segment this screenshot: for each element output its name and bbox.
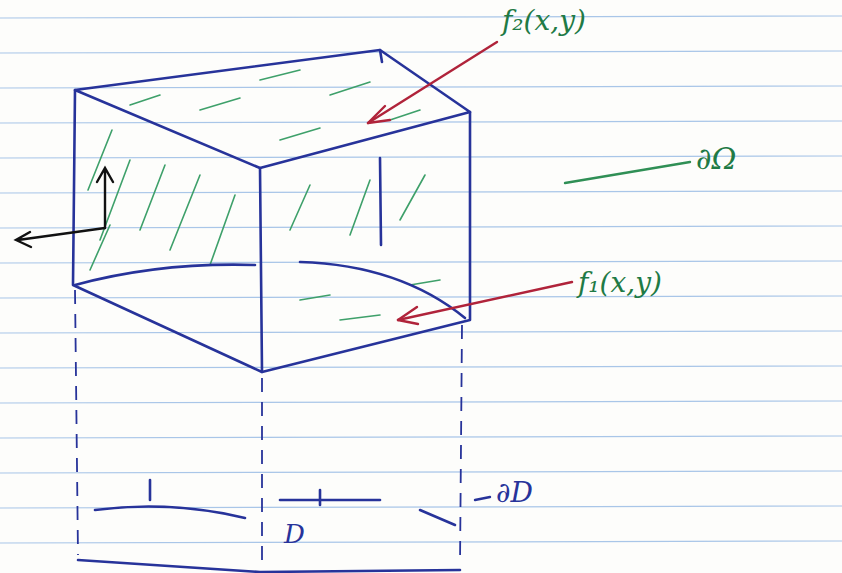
sketch-label: f₂(x,y) bbox=[500, 6, 588, 37]
projection-lines bbox=[75, 290, 462, 565]
sketch-label: f₁(x,y) bbox=[576, 268, 664, 299]
ruled-lines bbox=[0, 16, 842, 543]
axes bbox=[16, 168, 113, 247]
sketch-label: D bbox=[282, 520, 307, 549]
sketch-label: ∂Ω bbox=[694, 142, 738, 175]
sketch-label: ∂D bbox=[494, 478, 535, 509]
leader-lines bbox=[368, 42, 690, 500]
hatching bbox=[88, 70, 440, 320]
box-outline bbox=[73, 50, 470, 572]
